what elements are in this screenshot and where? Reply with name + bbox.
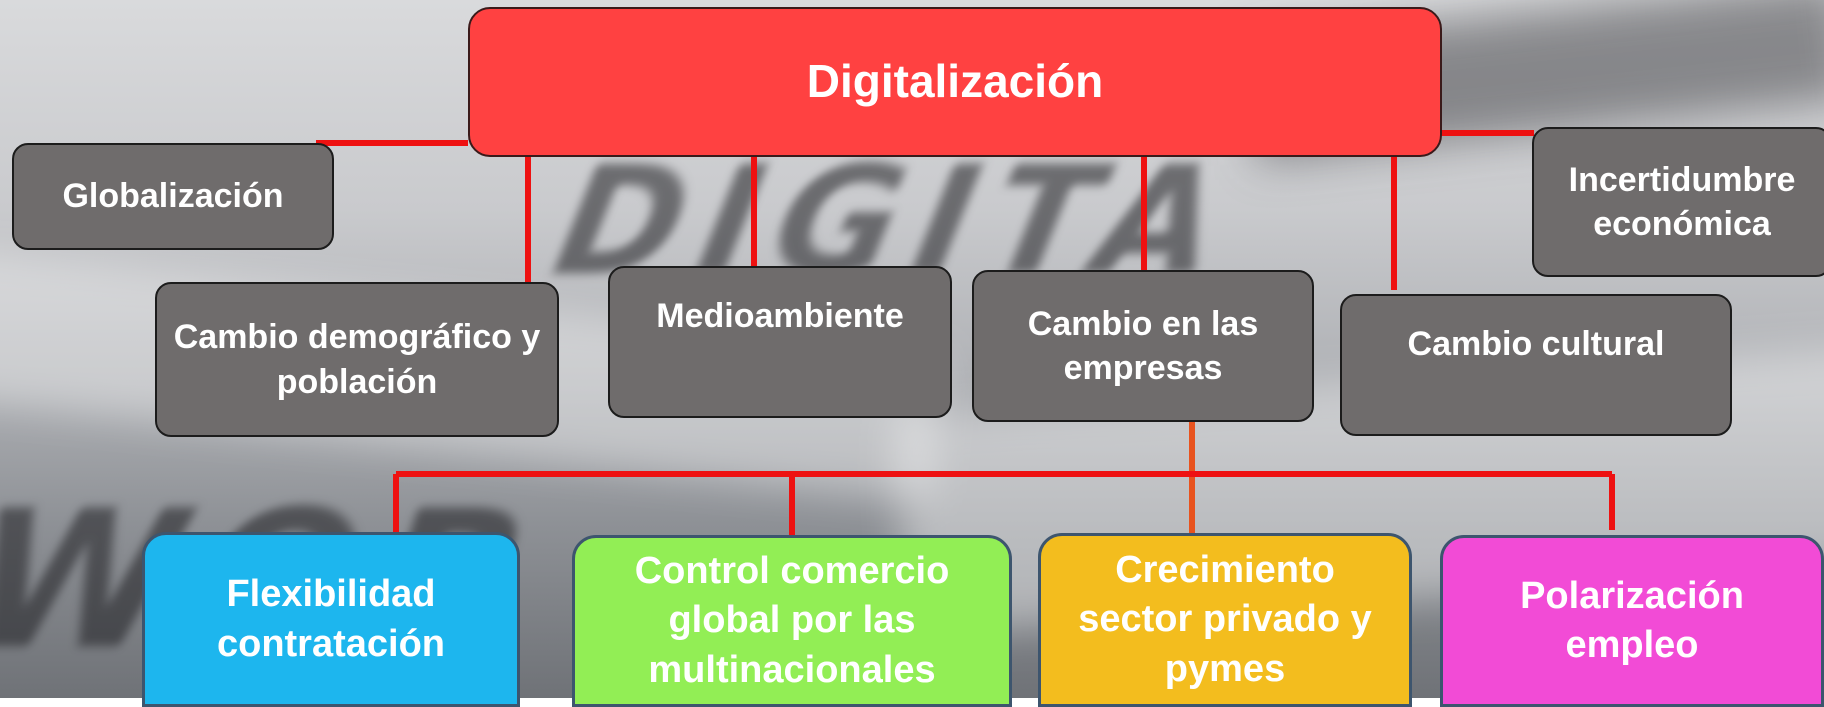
cambio-cultural-label: Cambio cultural bbox=[1407, 325, 1665, 363]
flexibilidad-node: Flexibilidad contratación bbox=[142, 532, 520, 707]
polarizacion-label: Polarización empleo bbox=[1520, 574, 1744, 666]
cambio-empresas-label: Cambio en las empresas bbox=[1027, 304, 1259, 387]
polarizacion-node: Polarización empleo bbox=[1440, 535, 1824, 707]
cambio-empresas-node: Cambio en las empresas bbox=[972, 270, 1314, 422]
medioambiente-label: Medioambiente bbox=[656, 297, 904, 335]
cambio-cultural-node: Cambio cultural bbox=[1340, 294, 1732, 436]
flexibilidad-label: Flexibilidad contratación bbox=[216, 573, 446, 665]
crecimiento-label: Crecimiento sector privado y pymes bbox=[1078, 548, 1372, 690]
globalizacion-label: Globalización bbox=[62, 177, 284, 216]
cambio-demografico-label: Cambio demográfico y población bbox=[173, 318, 541, 401]
incertidumbre-node: Incertidumbre económica bbox=[1532, 127, 1824, 277]
medioambiente-node: Medioambiente bbox=[608, 266, 952, 418]
globalizacion-node: Globalización bbox=[12, 143, 334, 250]
digitalizacion-label: Digitalización bbox=[806, 55, 1104, 108]
digitalizacion-node: Digitalización bbox=[468, 7, 1442, 157]
incertidumbre-label: Incertidumbre económica bbox=[1568, 160, 1796, 243]
cambio-demografico-node: Cambio demográfico y población bbox=[155, 282, 559, 437]
control-comercio-node: Control comercio global por las multinac… bbox=[572, 535, 1012, 707]
control-comercio-label: Control comercio global por las multinac… bbox=[634, 549, 950, 691]
crecimiento-node: Crecimiento sector privado y pymes bbox=[1038, 533, 1412, 707]
